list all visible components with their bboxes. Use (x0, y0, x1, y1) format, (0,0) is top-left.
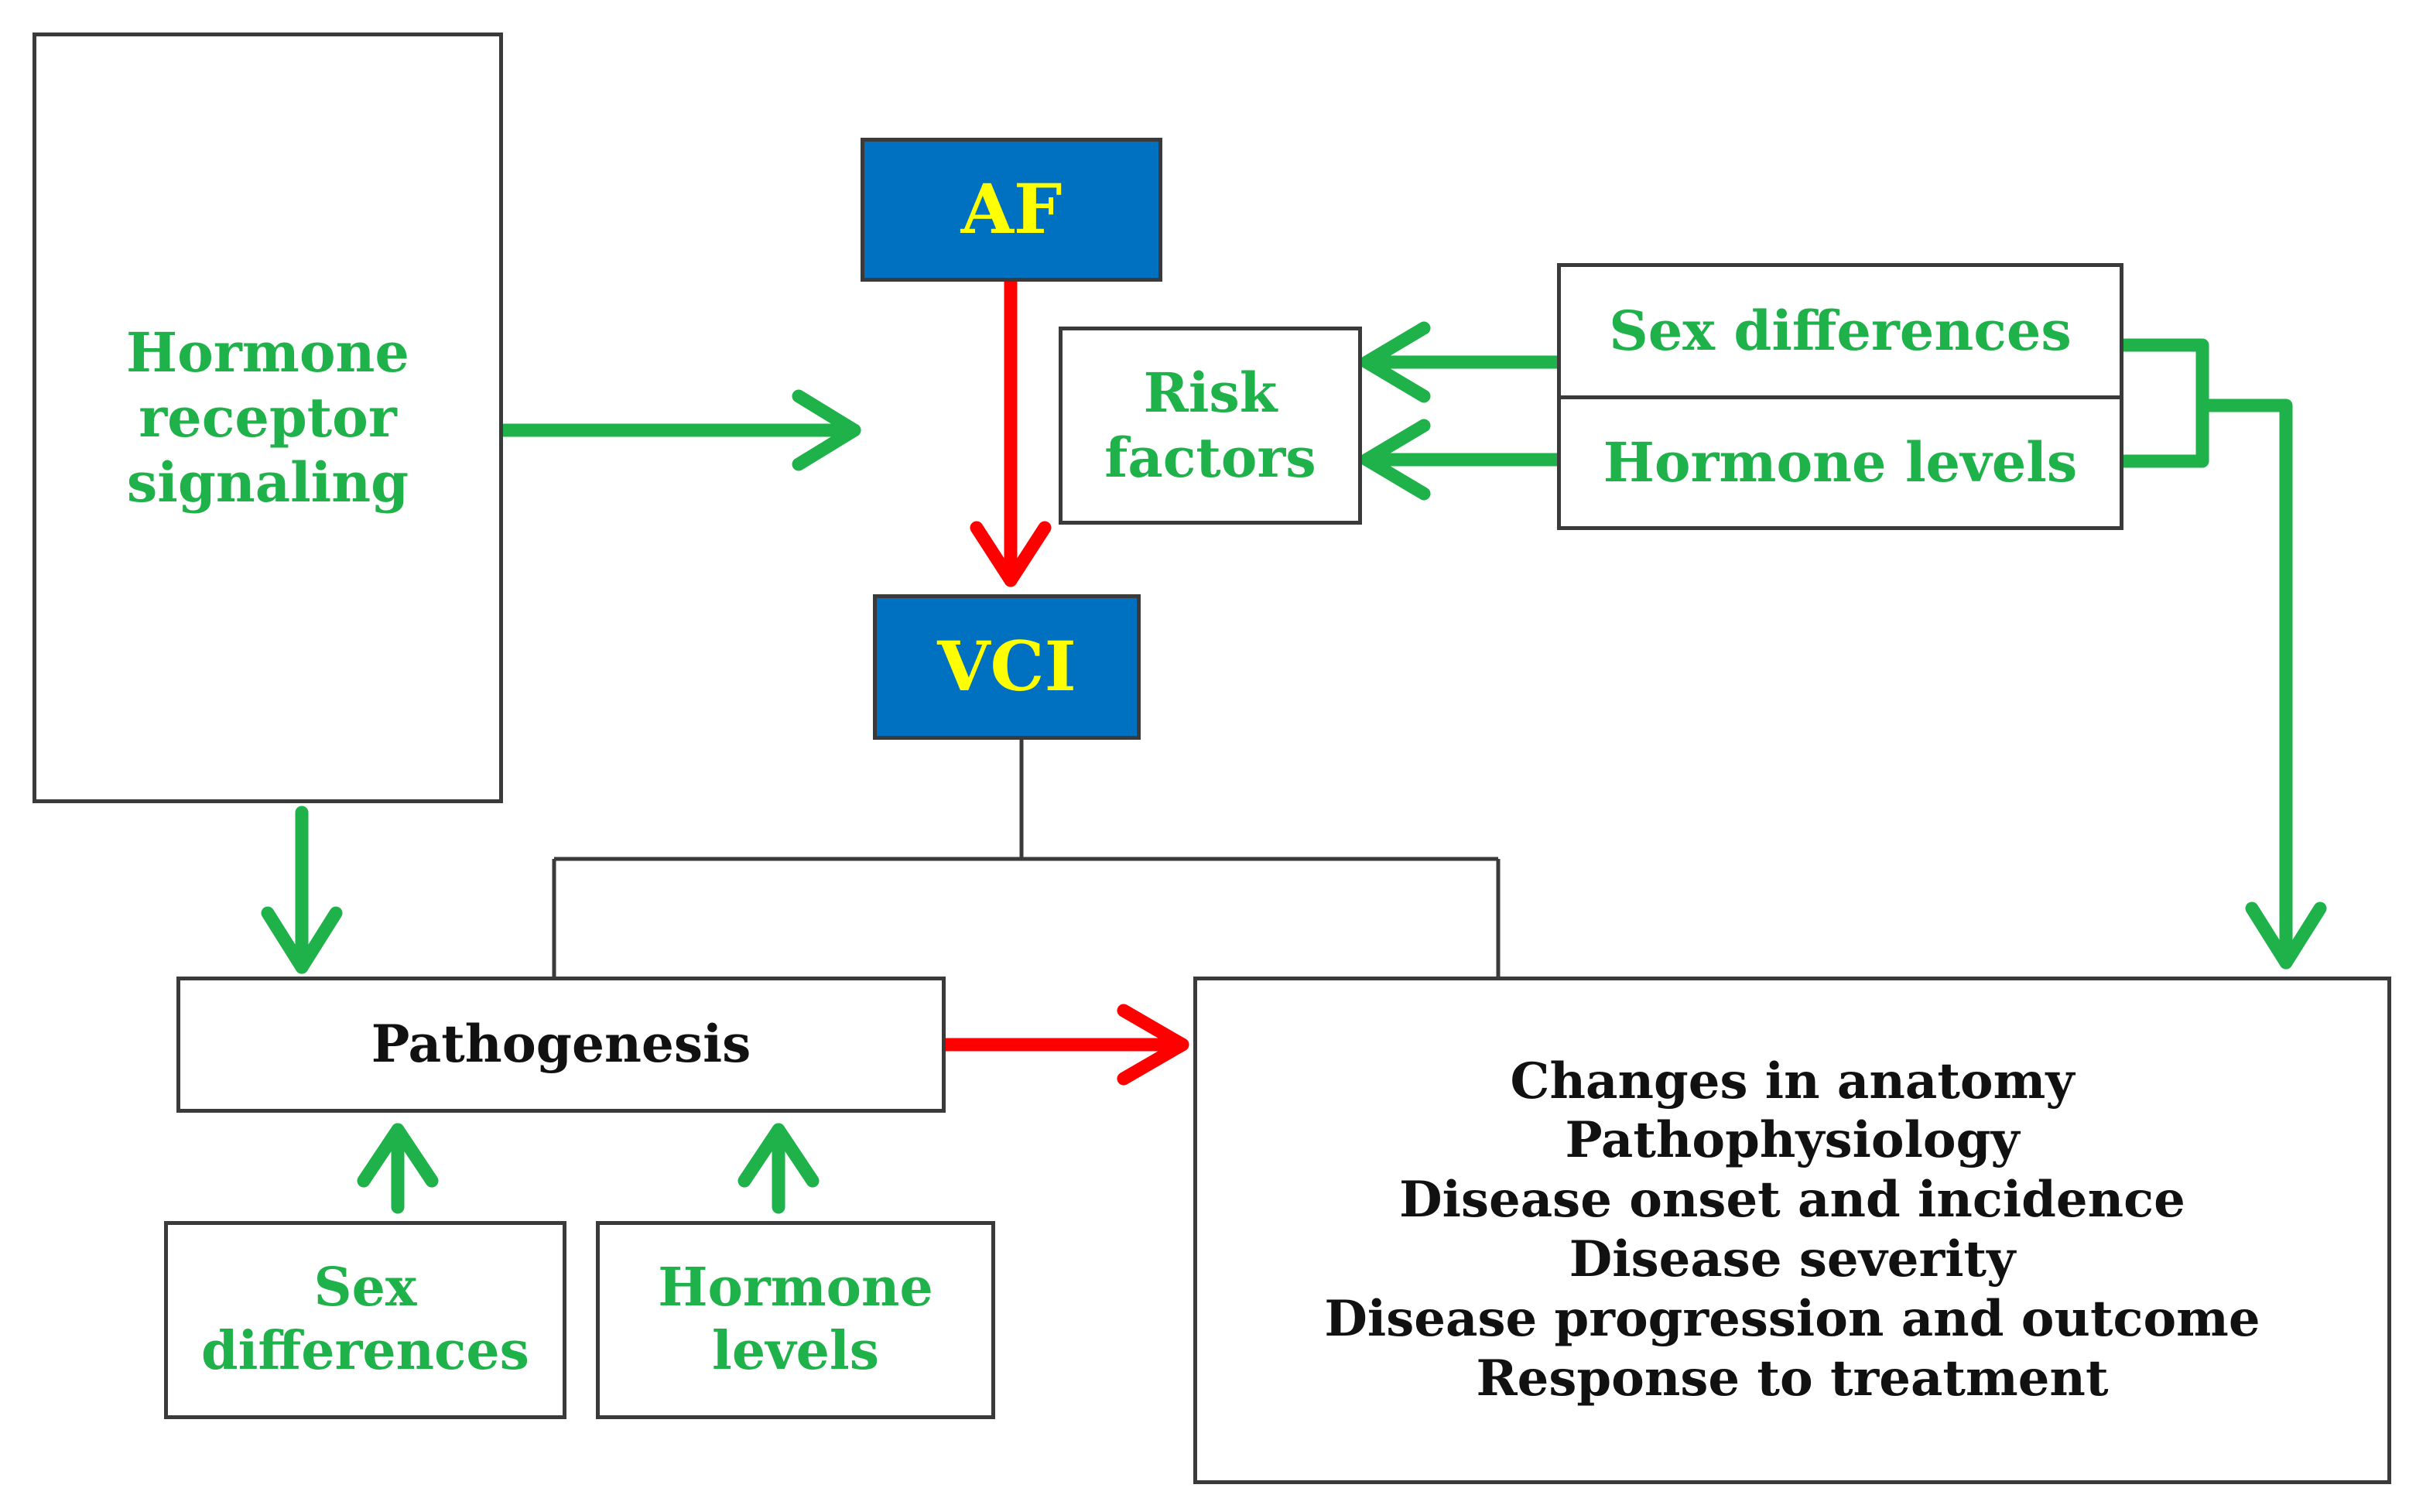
outcome-item-5: Disease progression and outcome (1324, 1289, 2260, 1348)
vci-box: VCI (873, 594, 1141, 740)
sex-differences-top-box: Sex differences (1557, 263, 2123, 399)
sex-differences-top-label: Sex differences (1609, 299, 2072, 363)
sex-differences-bottom-line-1: Sex (313, 1257, 417, 1319)
af-to-vci-arrow (970, 273, 1052, 587)
pathogenesis-box: Pathogenesis (176, 977, 946, 1113)
sex-differences-bottom-line-2: differences (201, 1320, 529, 1382)
stack-to-outcomes-arrow (2118, 338, 2327, 970)
outcomes-box: Changes in anatomy Pathophysiology Disea… (1193, 977, 2391, 1484)
receptor-to-pathogenesis-arrow (261, 806, 343, 974)
hormone-levels-bottom-line-2: levels (712, 1320, 879, 1382)
hormone-levels-bottom-line-1: Hormone (658, 1257, 933, 1319)
hormone-receptor-signaling-box: Hormone receptor signaling (33, 32, 503, 803)
vci-label: VCI (937, 626, 1076, 707)
risk-factors-line-2: factors (1104, 426, 1316, 490)
risk-factors-box: Risk factors (1059, 327, 1362, 525)
sex-differences-bottom-box: Sex differences (164, 1221, 566, 1419)
hormone-receptor-line-3: signaling (126, 450, 409, 515)
af-box: AF (861, 138, 1162, 282)
risk-factors-line-1: Risk (1143, 361, 1278, 425)
hormone-levels-top-box: Hormone levels (1557, 395, 2123, 530)
hormone-levels-top-label: Hormone levels (1603, 430, 2078, 494)
outcome-item-3: Disease onset and incidence (1399, 1171, 2185, 1230)
hormone-levels-bottom-box: Hormone levels (596, 1221, 995, 1419)
outcome-item-6: Response to treatment (1476, 1349, 2109, 1408)
af-label: AF (960, 169, 1063, 250)
outcome-item-1: Changes in anatomy (1510, 1052, 2075, 1110)
sex-to-risk-arrow (1360, 321, 1564, 403)
receptor-to-af-arrow (498, 389, 861, 471)
hormone-to-risk-arrow (1360, 419, 1564, 501)
bottom-up-arrows (357, 1123, 820, 1214)
vci-branch-lines (552, 740, 1501, 977)
outcome-item-4: Disease severity (1569, 1230, 2016, 1288)
pathogenesis-to-outcomes-arrow (939, 1004, 1189, 1086)
pathogenesis-label: Pathogenesis (371, 1014, 751, 1075)
hormone-receptor-line-1: Hormone (126, 320, 409, 385)
hormone-receptor-line-2: receptor (139, 385, 397, 450)
outcome-item-2: Pathophysiology (1565, 1111, 2020, 1170)
